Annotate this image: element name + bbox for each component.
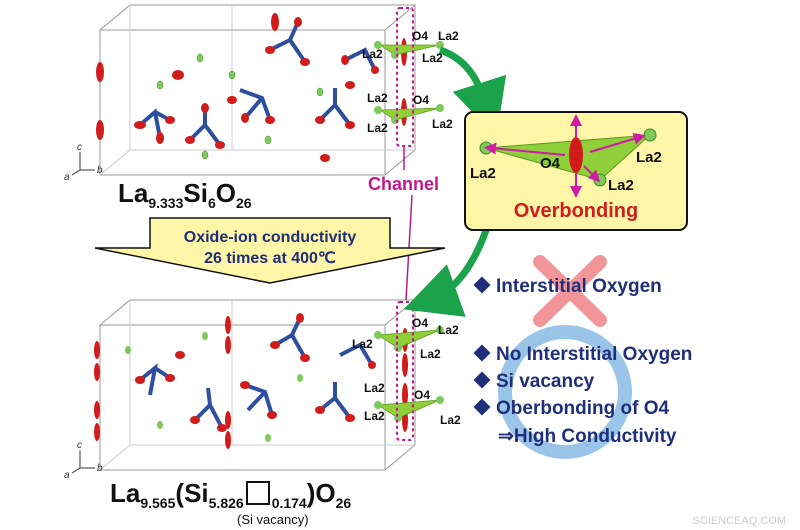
conductivity-arrow	[94, 217, 446, 284]
formula-element-si: Si	[184, 478, 209, 508]
top-channel-box	[396, 7, 414, 147]
watermark: SCIENCEAQ.COM	[692, 515, 786, 527]
formula-subscript: 9.333	[148, 195, 184, 211]
diamond-bullet-icon	[473, 276, 491, 294]
bottom-formula: La9.565(Si5.826 0.174)O26	[110, 478, 351, 511]
top-axis-indicator	[71, 152, 95, 176]
axis-a-top: a	[64, 172, 70, 183]
label-la2-bot1a: La2	[438, 323, 459, 337]
axis-c-top: c	[77, 142, 82, 153]
formula-subscript: 0.174	[271, 495, 307, 511]
arrow-text-line2: 26 times at 400℃	[204, 250, 336, 267]
formula-element-la: La	[110, 478, 141, 508]
arrow-text-line1: Oxide-ion conductivity	[184, 229, 357, 246]
bullet-text: Si vacancy	[496, 371, 595, 392]
bullet-overbonding: Oberbonding of O4	[473, 398, 670, 420]
formula-element-la: La	[118, 178, 149, 208]
bullet-text: No Interstitial Oxygen	[496, 344, 693, 365]
green-arrow-to-inset	[438, 46, 507, 137]
bullet-text: Interstitial Oxygen	[496, 276, 662, 297]
inset-label-o4: O4	[540, 155, 561, 172]
axis-b-bot: b	[97, 463, 103, 474]
bullet-high-conductivity: ⇒High Conductivity	[476, 425, 676, 448]
label-la2-top1b: La2	[438, 29, 459, 43]
label-la2-bot2b: La2	[364, 409, 385, 423]
inset-label-la2-left: La2	[470, 165, 496, 182]
bottom-axis-indicator	[71, 450, 95, 474]
label-o4-top1: O4	[412, 29, 428, 43]
bullet-text: Oberbonding of O4	[496, 398, 670, 419]
bullet-no-interstitial-oxygen: No Interstitial Oxygen	[473, 344, 693, 366]
formula-subscript: 9.565	[140, 495, 176, 511]
label-la2-top1a: La2	[362, 47, 383, 61]
label-la2-bot2a: La2	[364, 381, 385, 395]
formula-subscript: 5.826	[208, 495, 244, 511]
label-la2-top1c: La2	[422, 51, 443, 65]
label-la2-bot1c: La2	[420, 347, 441, 361]
label-o4-bot1: O4	[412, 316, 428, 330]
overbonding-inset	[464, 111, 688, 231]
bottom-crystal-structure	[94, 299, 444, 471]
axis-c-bot: c	[77, 440, 82, 451]
formula-subscript: 26	[335, 495, 352, 511]
label-la2-top2a: La2	[367, 91, 388, 105]
bullet-interstitial-oxygen: Interstitial Oxygen	[473, 276, 662, 298]
label-la2-bot1b: La2	[352, 337, 373, 351]
formula-element-o: O	[315, 478, 336, 508]
formula-element-o: O	[215, 178, 236, 208]
axis-b-top: b	[97, 165, 103, 176]
axis-a-bot: a	[64, 470, 70, 481]
label-o4-top2: O4	[413, 93, 429, 107]
diamond-bullet-icon	[473, 344, 491, 362]
top-crystal-structure	[96, 4, 444, 176]
label-la2-top2c: La2	[432, 117, 453, 131]
vacancy-box-symbol	[245, 481, 270, 505]
inset-label-la2-right: La2	[636, 149, 662, 166]
bullet-text: ⇒High Conductivity	[498, 426, 677, 447]
label-o4-bot2: O4	[414, 388, 430, 402]
top-formula: La9.333Si6O26	[118, 178, 252, 211]
cross-mark	[533, 255, 607, 327]
diamond-bullet-icon	[473, 371, 491, 389]
diamond-bullet-icon	[473, 398, 491, 416]
formula-paren-close: )	[306, 478, 316, 508]
check-circle	[498, 325, 632, 459]
label-la2-top2b: La2	[367, 121, 388, 135]
label-la2-bot2c: La2	[440, 413, 461, 427]
bullet-si-vacancy: Si vacancy	[473, 371, 595, 393]
vacancy-note: (Si vacancy)	[237, 512, 309, 527]
overbonding-label: Overbonding	[514, 200, 638, 222]
bottom-channel-box	[396, 301, 414, 441]
formula-subscript: 26	[236, 195, 252, 211]
channel-label: Channel	[368, 174, 439, 194]
inset-label-la2-bottom: La2	[608, 177, 634, 194]
formula-element-si: Si	[183, 178, 208, 208]
formula-subscript: 6	[207, 195, 216, 211]
formula-paren-open: (	[175, 478, 185, 508]
